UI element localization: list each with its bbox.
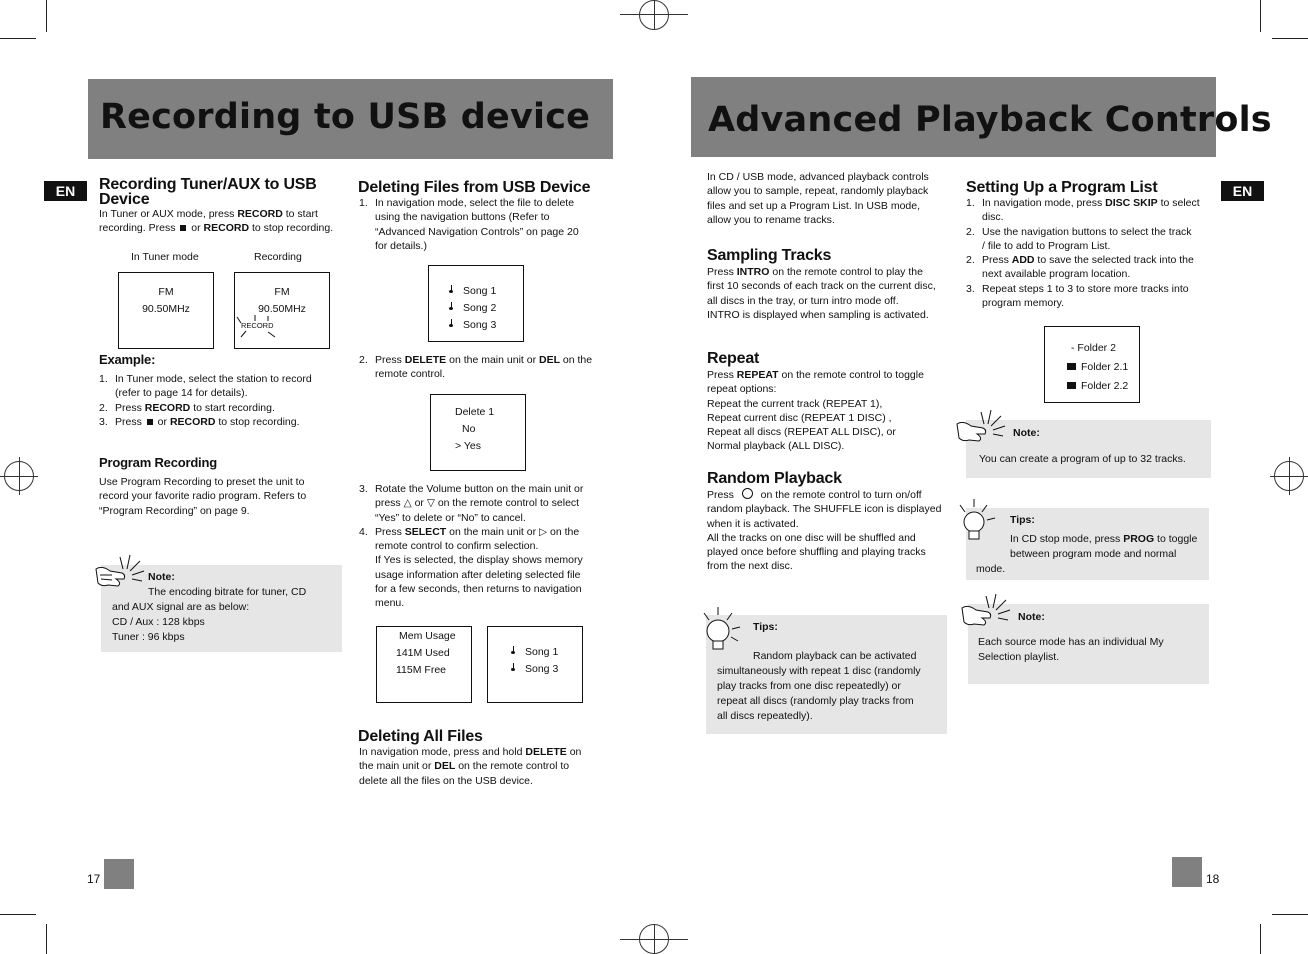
repeat-text: Press REPEAT on the remote control to to… — [707, 369, 924, 453]
tuner-display: FM 90.50MHz — [118, 272, 214, 349]
step: 1.In Tuner mode, select the station to r… — [99, 373, 312, 400]
program-list-heading: Setting Up a Program List — [966, 179, 1158, 196]
right-arrow-icon: ▷ — [539, 525, 548, 538]
note-box: Note: Each source mode has an individual… — [968, 604, 1209, 684]
note-hand-icon — [95, 554, 145, 587]
step: 3.Rotate the Volume button on the main u… — [359, 483, 584, 524]
folder-icon — [1067, 363, 1076, 370]
registration-line — [654, 0, 655, 30]
remaining-songs-display: Song 1 Song 3 — [487, 626, 583, 703]
page-tab-square — [104, 859, 134, 889]
up-arrow-icon: △ — [403, 497, 412, 510]
stop-icon — [180, 225, 187, 232]
repeat-heading: Repeat — [707, 350, 760, 367]
example-steps: 1.In Tuner mode, select the station to r… — [99, 372, 339, 429]
title-banner: Recording to USB device — [88, 79, 613, 159]
step: 3.Repeat steps 1 to 3 to store more trac… — [966, 282, 1189, 310]
crop-mark — [1272, 914, 1308, 915]
recording-display: FM 90.50MHz RECORD — [234, 272, 330, 349]
program-list-steps: 1.In navigation mode, press DISC SKIP to… — [966, 196, 1216, 310]
blink-icon — [236, 315, 276, 338]
display-caption: In Tuner mode — [131, 251, 199, 263]
step: 2.Press ADD to save the selected track i… — [966, 254, 1194, 281]
music-note-icon — [511, 646, 518, 655]
crop-mark — [0, 914, 36, 915]
song-list-display: Song 1 Song 2 Song 3 — [428, 265, 524, 342]
music-note-icon — [449, 302, 456, 311]
delete-steps-2: 2.Press DELETE on the main unit or DEL o… — [359, 353, 609, 382]
delete-steps-1: 1.In navigation mode, select the file to… — [359, 196, 609, 253]
lightbulb-icon — [959, 499, 996, 540]
program-recording-heading: Program Recording — [99, 455, 217, 470]
intro-text: In CD / USB mode, advanced playback cont… — [707, 171, 929, 226]
memory-usage-display: Mem Usage 141M Used 115M Free — [376, 626, 472, 703]
lightbulb-icon — [703, 607, 741, 650]
step: 2.Use the navigation buttons to select t… — [966, 225, 1192, 252]
random-heading: Random Playback — [707, 470, 842, 487]
crop-mark — [1272, 38, 1308, 39]
music-note-icon — [449, 285, 456, 294]
step: 3.Press or RECORD to stop recording. — [99, 415, 300, 428]
music-note-icon — [511, 663, 518, 672]
tips-box: Tips: Random playback can be activated s… — [706, 615, 947, 734]
delete-all-text: In navigation mode, press and hold DELET… — [359, 746, 582, 787]
page-number: 18 — [1206, 872, 1220, 886]
crop-mark — [46, 924, 47, 954]
song-item: Song 1 — [449, 283, 523, 300]
step: 1.In navigation mode, select the file to… — [359, 197, 579, 252]
page-title: Advanced Playback Controls — [708, 100, 1272, 140]
crop-mark — [1260, 0, 1261, 32]
delete-files-heading: Deleting Files from USB Device — [358, 179, 591, 196]
registration-line — [654, 924, 655, 954]
step: 4.Press SELECT on the main unit or ▷ on … — [359, 525, 583, 610]
folder-display: - Folder 2 Folder 2.1 Folder 2.2 — [1044, 326, 1140, 403]
registration-line — [19, 457, 20, 495]
page-tab-square — [1172, 857, 1202, 887]
delete-confirm-display: Delete 1 No > Yes — [430, 394, 526, 471]
song-item: Song 2 — [449, 300, 523, 317]
folder-icon — [1067, 382, 1076, 389]
display-caption: Recording — [254, 251, 302, 263]
section-text: In Tuner or AUX mode, press RECORD to st… — [99, 208, 334, 235]
song-item: Song 3 — [511, 661, 582, 678]
program-recording-text: Use Program Recording to preset the unit… — [99, 476, 307, 517]
language-tab: EN — [44, 181, 87, 201]
step: 2.Press RECORD to start recording. — [99, 401, 275, 414]
sampling-text: Press INTRO on the remote control to pla… — [707, 266, 936, 321]
music-note-icon — [449, 319, 456, 328]
stop-icon — [146, 418, 153, 425]
down-arrow-icon: ▽ — [426, 497, 435, 510]
example-heading: Example: — [99, 352, 156, 367]
delete-all-heading: Deleting All Files — [358, 728, 483, 745]
sampling-heading: Sampling Tracks — [707, 247, 832, 264]
crop-mark — [1260, 924, 1261, 954]
page-title: Recording to USB device — [100, 97, 591, 137]
language-tab: EN — [1221, 181, 1264, 201]
shuffle-icon — [741, 488, 753, 499]
random-text: Press on the remote control to turn on/o… — [707, 488, 942, 573]
step: 1.In navigation mode, press DISC SKIP to… — [966, 197, 1200, 224]
note-hand-icon — [961, 593, 1011, 626]
song-item: Song 3 — [449, 317, 523, 334]
record-indicator: RECORD — [241, 321, 274, 330]
title-banner: Advanced Playback Controls — [691, 77, 1272, 157]
tips-box: Tips: In CD stop mode, press PROG to tog… — [966, 508, 1209, 580]
registration-line — [1289, 457, 1290, 495]
delete-steps-3: 3.Rotate the Volume button on the main u… — [359, 482, 609, 611]
song-item: Song 1 — [511, 644, 582, 661]
crop-mark — [46, 0, 47, 32]
note-hand-icon — [956, 409, 1006, 442]
crop-mark — [0, 38, 36, 39]
step: 2.Press DELETE on the main unit or DEL o… — [359, 354, 593, 381]
page-number: 17 — [87, 872, 101, 886]
note-box: Note: You can create a program of up to … — [966, 420, 1211, 478]
note-box: Note: The encoding bitrate for tuner, CD… — [101, 565, 342, 652]
